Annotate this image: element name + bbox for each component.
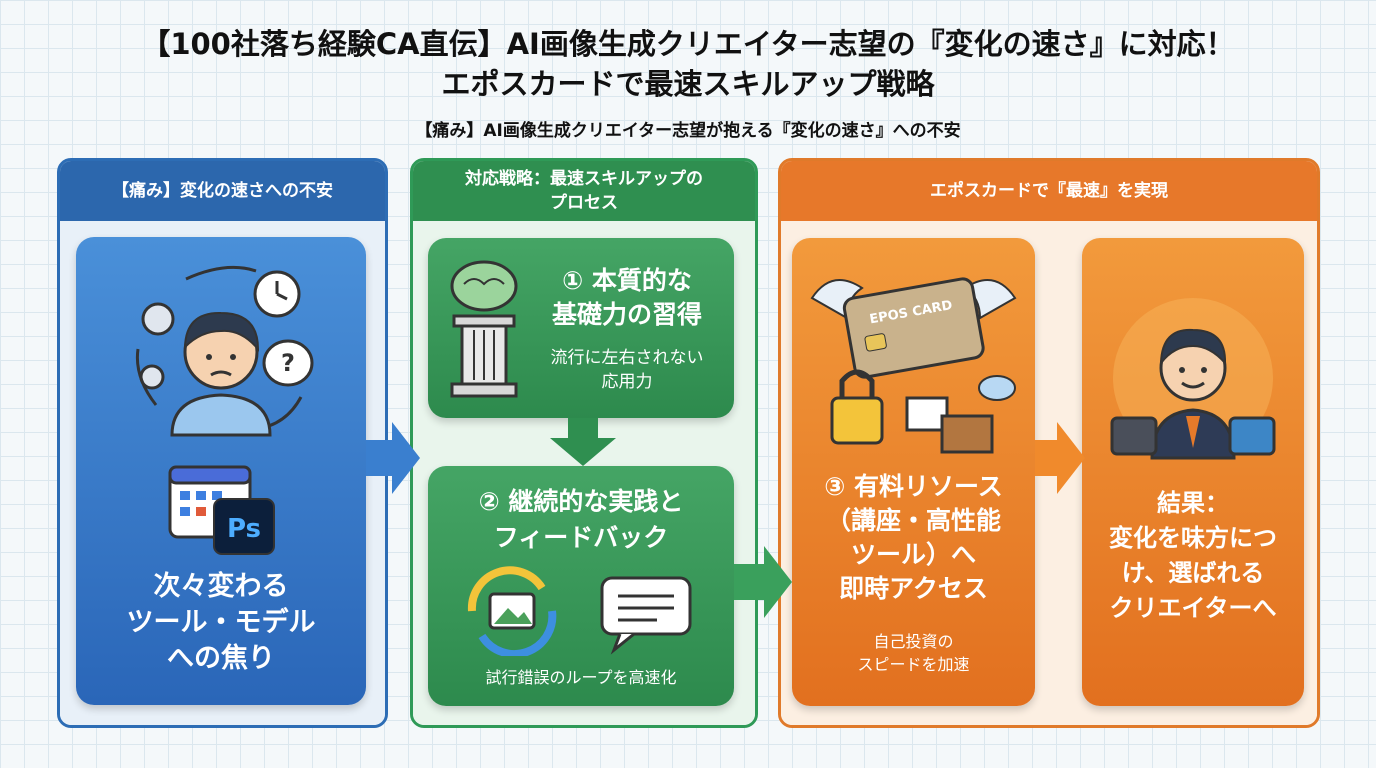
pain-card: ? Ps 次々変わる ツール・モデル への焦り xyxy=(76,237,366,705)
result-card: 結果： 変化を味方につ け、選ばれる クリエイターへ xyxy=(1082,238,1304,706)
step1-desc: 流行に左右されない 応用力 xyxy=(526,346,728,394)
page-title-line1: 【100社落ち経験CA直伝】AI画像生成クリエイター志望の『変化の速さ』に対応！ xyxy=(141,27,1235,61)
brain-pillar-icon xyxy=(450,260,518,398)
arrow-right-strategy-to-epos-icon xyxy=(734,546,792,618)
result-line4: クリエイターへ xyxy=(1109,594,1277,622)
anxious-person-icon: ? xyxy=(135,265,314,437)
step1-title-line2: 基礎力の習得 xyxy=(551,300,702,329)
step3-title-line1: ③ 有料リソース xyxy=(824,472,1003,501)
pain-line3: への焦り xyxy=(167,643,275,674)
photoshop-label: Ps xyxy=(227,514,261,544)
strategy-heading-line2: プロセス xyxy=(550,193,618,213)
calendar-photoshop-icon: Ps xyxy=(168,465,275,555)
result-line3: け、選ばれる xyxy=(1121,559,1265,587)
arrow-right-pain-to-strategy-icon xyxy=(366,422,420,494)
arrow-down-step1-to-step2-icon xyxy=(550,418,616,466)
step1-desc-line2: 応用力 xyxy=(601,372,653,392)
epos-card-lock-icon: EPOS CARD xyxy=(810,277,1017,454)
step3-desc: 自己投資の スピードを加速 xyxy=(792,630,1035,676)
step2-title-line1: ② 継続的な実践と xyxy=(478,487,684,516)
arrow-right-step3-to-result-icon xyxy=(1035,422,1085,494)
feedback-loop-icon xyxy=(467,566,692,656)
step3-title-line3: ツール）へ xyxy=(850,540,976,569)
step3-desc-line2: スピードを加速 xyxy=(857,655,970,674)
epos-panel-heading: エポスカードで『最速』を実現 xyxy=(781,161,1317,221)
pain-line1: 次々変わる xyxy=(153,571,289,602)
step2-title-line2: フィードバック xyxy=(493,523,669,552)
step2-title: ② 継続的な実践と フィードバック xyxy=(428,484,734,556)
page-title-line2: エポスカードで最速スキルアップ戦略 xyxy=(441,67,935,101)
step3-title-line4: 即時アクセス xyxy=(839,574,988,603)
pain-main-text: 次々変わる ツール・モデル への焦り xyxy=(76,569,366,677)
question-mark-text: ? xyxy=(281,349,295,377)
result-title: 結果： 変化を味方につ け、選ばれる クリエイターへ xyxy=(1082,486,1304,626)
successful-creator-icon xyxy=(1110,298,1276,460)
result-line1: 結果： xyxy=(1157,489,1229,517)
step1-desc-line1: 流行に左右されない xyxy=(550,348,704,368)
page-subtitle: 【痛み】AI画像生成クリエイター志望が抱える『変化の速さ』への不安 xyxy=(415,121,961,141)
step3-title: ③ 有料リソース （講座・高性能 ツール）へ 即時アクセス xyxy=(792,470,1035,606)
pain-line2: ツール・モデル xyxy=(126,607,316,638)
step1-title-line1: ① 本質的な xyxy=(562,266,692,295)
step2-desc: 試行錯誤のループを高速化 xyxy=(485,668,677,687)
step1-title: ① 本質的な 基礎力の習得 xyxy=(526,264,728,332)
strategy-heading-line1: 対応戦略：最速スキルアップの xyxy=(465,169,703,189)
result-line2: 変化を味方につ xyxy=(1109,524,1277,552)
step1-card: ① 本質的な 基礎力の習得 流行に左右されない 応用力 xyxy=(428,238,734,418)
pain-panel-heading: 【痛み】変化の速さへの不安 xyxy=(60,161,385,221)
step2-card: ② 継続的な実践と フィードバック 試行錯誤のループを高速化 xyxy=(428,466,734,706)
step3-title-line2: （講座・高性能 xyxy=(825,506,1001,535)
strategy-panel-heading: 対応戦略：最速スキルアップの プロセス xyxy=(413,161,755,221)
step3-desc-line1: 自己投資の xyxy=(873,632,954,651)
step3-card: EPOS CARD ③ 有料リソース （講座・高性能 ツール）へ 即時アクセス … xyxy=(792,238,1035,706)
